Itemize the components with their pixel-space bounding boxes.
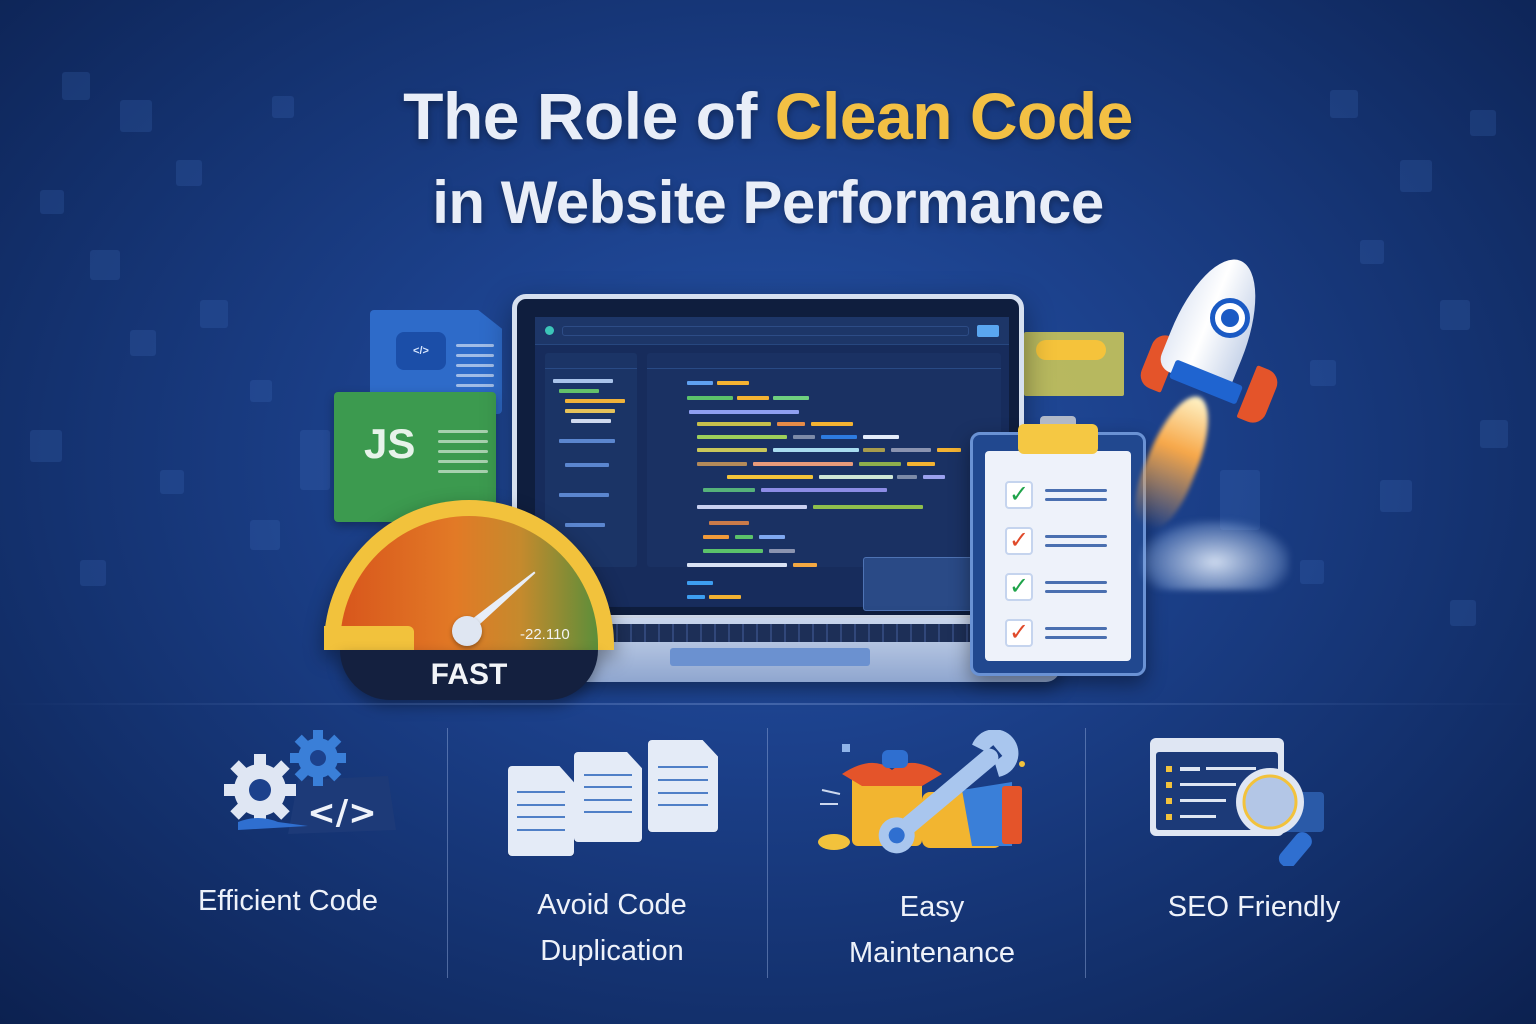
editor-search-bar[interactable] xyxy=(562,325,969,336)
page-title-line2: in Website Performance xyxy=(432,169,1104,236)
feature-seo-friendly: SEO Friendly xyxy=(1094,730,1414,990)
laptop-screen xyxy=(512,294,1024,620)
rocket-fin-right xyxy=(1236,365,1282,427)
checkmark-icon: ✓ xyxy=(1005,619,1033,647)
clipboard-clip xyxy=(1018,424,1098,454)
feature-avoid-duplication: Avoid Code Duplication xyxy=(452,730,772,990)
gauge-hub xyxy=(452,616,482,646)
feature-separator xyxy=(447,728,448,978)
feature-label-line1: Avoid Code xyxy=(537,889,687,921)
gears-code-icon: </> xyxy=(224,730,396,834)
app-logo-icon xyxy=(545,326,554,335)
feature-label-line2: Duplication xyxy=(540,935,684,967)
feature-separator xyxy=(767,728,768,978)
checkmark-icon: ✓ xyxy=(1005,573,1033,601)
rocket-window xyxy=(1210,298,1250,338)
feature-label-line1: Easy xyxy=(899,891,965,923)
wrench-toolbox-icon xyxy=(818,730,1025,854)
checkmark-icon: ✓ xyxy=(1005,481,1033,509)
title-prefix: The Role of xyxy=(403,79,775,153)
page-title-line1: The Role of Clean Code xyxy=(0,78,1536,154)
file-explorer-panel xyxy=(545,353,637,567)
smoke-cloud xyxy=(1140,520,1290,590)
checklist-item: ✓ xyxy=(1005,527,1107,555)
gauge-label: FAST xyxy=(340,650,598,700)
section-divider xyxy=(0,703,1536,705)
notification-pill xyxy=(1036,340,1106,360)
checklist-item: ✓ xyxy=(1005,619,1107,647)
file-lines xyxy=(456,344,494,394)
feature-efficient-code: </> Efficient Code xyxy=(128,730,448,990)
checklist-item: ✓ xyxy=(1005,481,1107,509)
editor-tab-bar xyxy=(647,353,1001,369)
js-file-label: JS xyxy=(364,420,416,467)
laptop-keyboard xyxy=(520,624,1020,642)
laptop-touchpad xyxy=(670,648,870,666)
feature-label: SEO Friendly xyxy=(1167,891,1341,923)
documents-icon xyxy=(508,730,718,860)
magnifier-page-icon xyxy=(1150,738,1324,866)
gauge-value: -22.110 xyxy=(520,626,570,643)
checkmark-icon: ✓ xyxy=(1005,527,1033,555)
file-lines xyxy=(438,430,488,480)
code-editor-window xyxy=(535,317,1009,611)
code-badge-icon: </> xyxy=(396,332,446,370)
checklist-item: ✓ xyxy=(1005,573,1107,601)
svg-text:</>: </> xyxy=(307,793,376,833)
feature-label: Efficient Code xyxy=(197,885,379,917)
explorer-header xyxy=(545,353,637,369)
feature-label-line2: Maintenance xyxy=(848,937,1016,969)
code-editor-pane xyxy=(647,353,1001,599)
feature-separator xyxy=(1085,728,1086,978)
run-button[interactable] xyxy=(977,324,999,337)
title-accent: Clean Code xyxy=(774,79,1134,153)
feature-easy-maintenance: Easy Maintenance xyxy=(772,730,1092,990)
editor-toolbar xyxy=(535,317,1009,345)
clipboard-paper: ✓ ✓ ✓ ✓ xyxy=(985,451,1131,661)
checklist-clipboard-icon: ✓ ✓ ✓ ✓ xyxy=(970,432,1146,676)
